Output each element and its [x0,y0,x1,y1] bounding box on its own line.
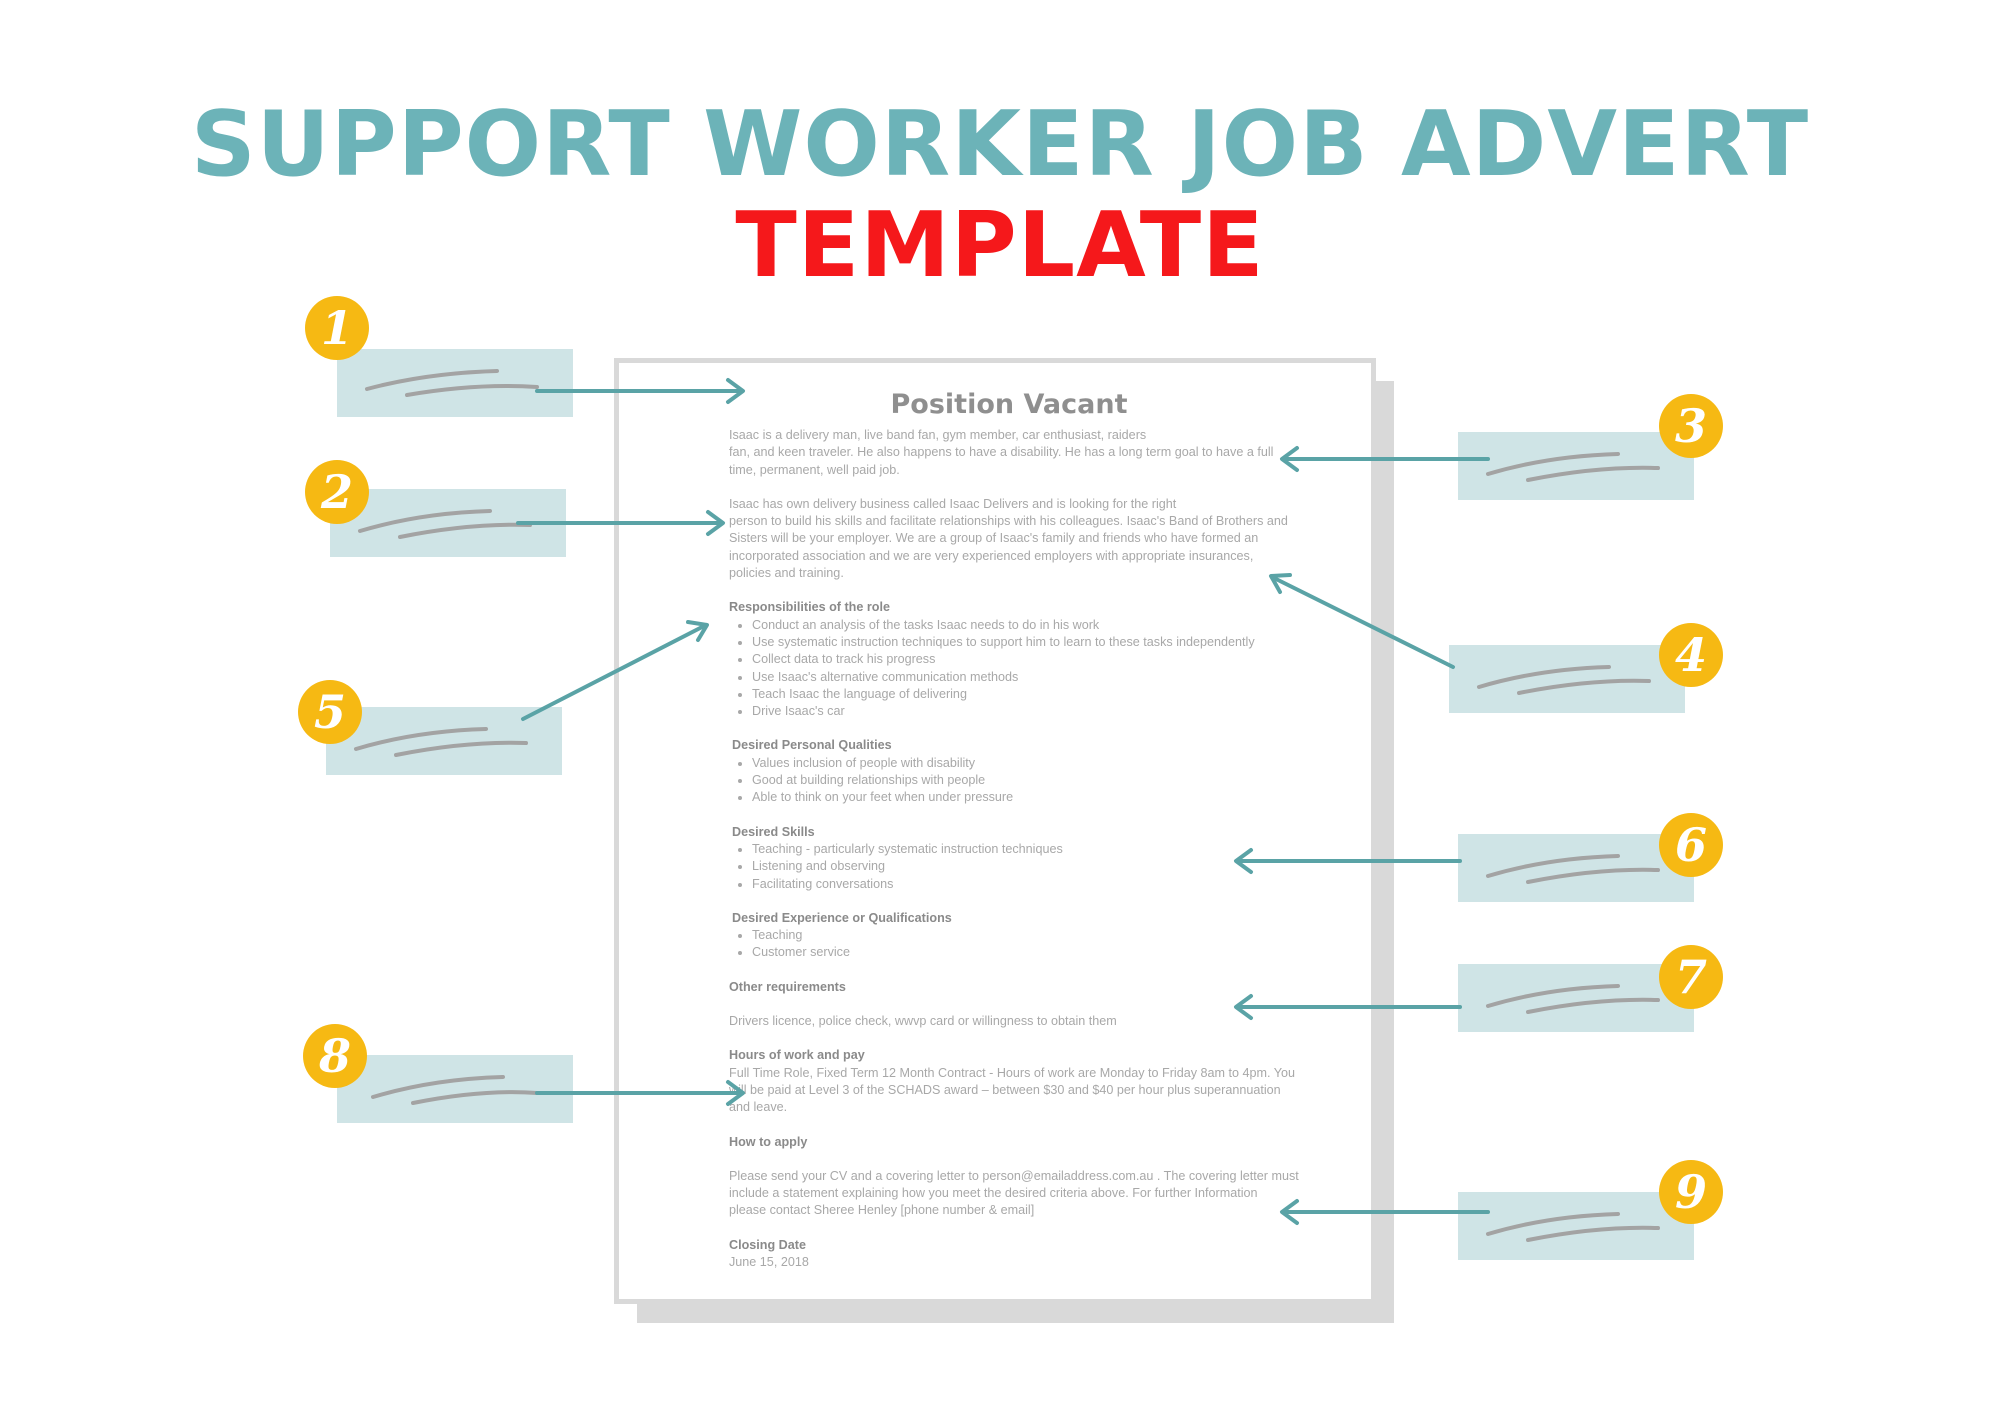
list-item: Able to think on your feet when under pr… [752,789,1329,806]
number-badge-9: 9 [1659,1160,1723,1224]
scribble-icon [1477,665,1651,695]
skills-title: Desired Skills [732,824,815,839]
list-item: Teaching - particularly systematic instr… [752,841,1329,858]
number-badge-7: 7 [1659,945,1723,1009]
arrow-left-icon [1280,446,1490,472]
callout-box-4 [1449,645,1685,713]
arrow-left-icon [1234,848,1462,874]
qualities-list: Values inclusion of people with disabili… [729,755,1329,807]
other-requirements-text: Drivers licence, police check, wwvp card… [729,1014,1117,1029]
list-item: Listening and observing [752,858,1329,875]
arrow-left-icon [1234,994,1462,1020]
arrow-right-icon [535,378,745,404]
arrow-left-icon [1269,573,1455,669]
responsibilities-list: Conduct an analysis of the tasks Isaac n… [729,617,1329,721]
list-item: Drive Isaac's car [752,703,1329,720]
closing-date-title: Closing Date [729,1237,806,1252]
other-requirements-title: Other requirements [729,979,846,994]
hours-title: Hours of work and pay [729,1048,865,1063]
arrow-up-right-icon [521,620,709,721]
intro-paragraph-1: Isaac is a delivery man, live band fan, … [729,428,1274,477]
arrow-right-icon [535,1080,745,1106]
list-item: Conduct an analysis of the tasks Isaac n… [752,617,1329,634]
scribble-icon [365,369,539,397]
number-badge-1: 1 [305,296,369,360]
scribble-icon [1486,984,1660,1014]
how-to-apply-text: Please send your CV and a covering lette… [729,1168,1299,1218]
callout-box-9 [1458,1192,1694,1260]
scribble-icon [1486,1212,1660,1242]
title-line-2: TEMPLATE [735,193,1265,298]
how-to-apply-title: How to apply [729,1134,808,1149]
scribble-icon [1486,854,1660,884]
number-badge-3: 3 [1659,394,1723,458]
list-item: Teach Isaac the language of delivering [752,686,1329,703]
list-item: Use Isaac's alternative communication me… [752,669,1329,686]
callout-box-8 [337,1055,573,1123]
job-advert-document: Position Vacant Isaac is a delivery man,… [614,358,1376,1304]
skills-list: Teaching - particularly systematic instr… [729,841,1329,893]
callout-box-6 [1458,834,1694,902]
list-item: Use systematic instruction techniques to… [752,634,1329,651]
arrow-right-icon [516,510,725,536]
list-item: Teaching [752,927,1329,944]
list-item: Good at building relationships with peop… [752,772,1329,789]
experience-title: Desired Experience or Qualifications [732,910,952,925]
number-badge-6: 6 [1659,813,1723,877]
list-item: Customer service [752,944,1329,961]
callout-box-7 [1458,964,1694,1032]
callout-box-1 [337,349,573,417]
qualities-title: Desired Personal Qualities [732,738,892,753]
list-item: Values inclusion of people with disabili… [752,755,1329,772]
number-badge-5: 5 [298,680,362,744]
experience-list: Teaching Customer service [729,927,1329,962]
arrow-left-icon [1280,1199,1490,1225]
scribble-icon [1486,452,1660,482]
callout-box-3 [1458,432,1694,500]
scribble-icon [371,1075,539,1105]
title-line-1: SUPPORT WORKER JOB ADVERT [190,92,1810,197]
number-badge-2: 2 [305,460,369,524]
number-badge-8: 8 [303,1024,367,1088]
document-heading: Position Vacant [890,389,1128,420]
document-content: Position Vacant Isaac is a delivery man,… [729,387,1329,1288]
scribble-icon [354,727,528,757]
list-item: Collect data to track his progress [752,651,1329,668]
responsibilities-title: Responsibilities of the role [729,600,890,615]
intro-paragraph-2: Isaac has own delivery business called I… [729,496,1288,581]
number-badge-4: 4 [1659,623,1723,687]
scribble-icon [358,509,532,539]
list-item: Facilitating conversations [752,876,1329,893]
closing-date-value: June 15, 2018 [729,1254,809,1269]
